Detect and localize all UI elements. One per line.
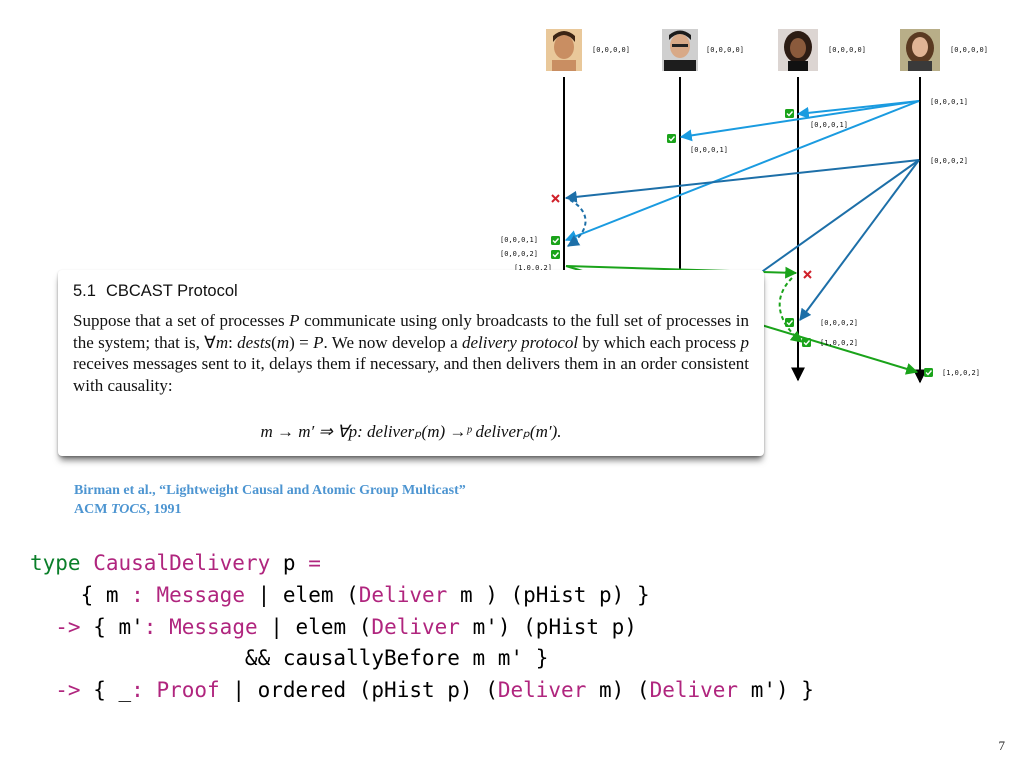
paper-math: m (276, 332, 290, 352)
check-icon (551, 236, 560, 245)
paper-math: P (289, 311, 300, 330)
code-text: m') } (738, 678, 814, 703)
code-constructor: Deliver (649, 678, 739, 703)
code-operator: = (308, 551, 321, 575)
code-operator: : (143, 614, 157, 639)
check-icon (785, 109, 794, 118)
message-1-to-p1 (564, 100, 920, 242)
paper-text: : (228, 332, 238, 352)
code-text: { _ (80, 678, 132, 703)
clock-label-send-1: [0,0,0,1] (930, 98, 968, 106)
clock-label-p1-c: [1,0,0,2] (514, 264, 552, 272)
avatar-process-2 (662, 29, 698, 71)
message-2-to-p1 (564, 159, 920, 203)
code-text: p (270, 551, 309, 575)
clock-label-p2-initial: [0,0,0,0] (706, 46, 744, 54)
code-line-4: && causallyBefore m m' } (30, 646, 549, 671)
code-type: Message (156, 582, 245, 607)
citation-venue: ACM TOCS, 1991 (74, 500, 466, 519)
paper-text: . We now develop a (323, 332, 463, 352)
page-number: 7 (998, 738, 1006, 753)
check-icon (667, 134, 676, 143)
code-line-3: -> { m': Message | elem (Deliver m') (pH… (30, 612, 814, 644)
code-keyword: type (30, 551, 81, 575)
paper-excerpt: 5.1 CBCAST Protocol Suppose that a set of… (58, 270, 764, 456)
code-operator: : (131, 582, 144, 607)
code-text: m) ( (586, 678, 650, 703)
code-text: m ) (pHist p) } (447, 582, 650, 607)
clock-label-send-2: [0,0,0,2] (930, 157, 968, 165)
citation-venue-prefix: ACM (74, 502, 111, 517)
avatar-process-3 (778, 29, 818, 71)
code-text: | elem ( (257, 614, 372, 639)
check-icon (551, 250, 560, 259)
paper-text: Suppose that a set of processes (73, 311, 290, 330)
code-constructor: Deliver (371, 614, 460, 639)
paper-math: dests (237, 332, 272, 352)
code-text: m') (pHist p) (459, 614, 637, 639)
avatar-process-4 (900, 29, 940, 71)
x-icon (803, 270, 812, 279)
paper-text: ) = (289, 332, 314, 352)
paper-paragraph: Suppose that a set of processes P commun… (73, 310, 749, 396)
paper-text: by which each process (578, 332, 741, 352)
code-constructor: Deliver (497, 678, 587, 703)
paper-math: m (215, 332, 229, 352)
code-type: Message (169, 614, 258, 639)
code-text: { m (30, 582, 132, 607)
code-operator: -> (30, 678, 81, 703)
clock-label-p2-first: [0,0,0,1] (690, 146, 728, 154)
clock-label-p1-b: [0,0,0,2] (500, 250, 538, 258)
clock-label-p4-end: [1,0,0,2] (942, 369, 980, 377)
code-type: Proof (156, 678, 220, 703)
paper-text: receives messages sent to it, delays the… (73, 354, 749, 395)
paper-text: ( (271, 332, 277, 352)
clock-label-p3-initial: [0,0,0,0] (828, 46, 866, 54)
citation-year: , 1991 (146, 502, 182, 517)
code-line-5: -> { _: Proof | ordered (pHist p) (Deliv… (30, 675, 814, 707)
code-line-2: { m : Message | elem (Deliver m ) (pHist… (30, 580, 814, 612)
section-heading: 5.1 CBCAST Protocol (73, 282, 238, 301)
code-type-name: CausalDelivery (93, 551, 271, 575)
clock-label-p1-initial: [0,0,0,0] (592, 46, 630, 54)
code-line-1: type CausalDelivery p = (30, 548, 814, 580)
paper-text: communicate using only broadcasts to the… (73, 311, 750, 352)
message-2-to-p3 (799, 159, 920, 321)
code-operator: -> (30, 614, 81, 639)
causal-delivery-formula: m → m′ ⇒ ∀p: deliverₚ(m) →ᵖ deliverₚ(m′)… (260, 422, 562, 441)
check-icon (924, 368, 933, 377)
citation-venue-name: TOCS (110, 502, 147, 517)
x-icon (551, 194, 560, 203)
clock-label-p3-c: [1,0,0,2] (820, 339, 858, 347)
paper-emphasis: delivery protocol (462, 332, 579, 352)
code-constructor: Deliver (358, 582, 448, 607)
clock-label-p1-a: [0,0,0,1] (500, 236, 538, 244)
paper-math: P (313, 332, 324, 352)
code-operator: : (131, 678, 144, 703)
buffered-delivery-p1 (566, 199, 587, 247)
code-text: | elem ( (244, 582, 359, 607)
section-number: 5.1 (73, 282, 96, 300)
clock-label-p4-initial: [0,0,0,0] (950, 46, 988, 54)
citation-title: Birman et al., “Lightweight Causal and A… (74, 483, 466, 498)
clock-label-p3-first: [0,0,0,1] (810, 121, 848, 129)
check-icon (802, 338, 811, 347)
message-1-to-p2 (679, 100, 920, 142)
buffered-delivery-p3 (778, 277, 803, 343)
clock-label-p3-b: [0,0,0,2] (820, 319, 858, 327)
avatar-process-1 (546, 29, 582, 71)
section-title: CBCAST Protocol (105, 282, 238, 300)
code-block: type CausalDelivery p = { m : Message | … (30, 548, 814, 707)
code-text: | ordered (pHist p) ( (219, 678, 498, 703)
paper-math: p (740, 332, 750, 352)
code-text: { m' (80, 614, 144, 639)
citation: Birman et al., “Lightweight Causal and A… (74, 481, 466, 519)
check-icon (785, 318, 794, 327)
